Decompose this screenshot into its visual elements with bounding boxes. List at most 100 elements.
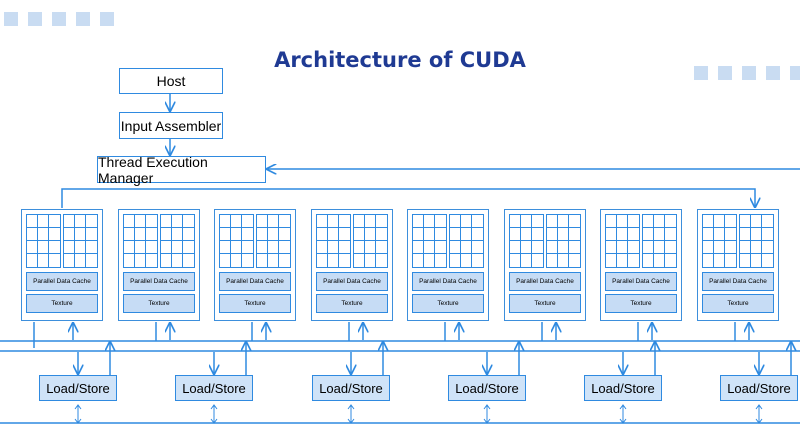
texture-unit: Texture [605, 294, 677, 313]
parallel-data-cache: Parallel Data Cache [219, 272, 291, 291]
processor-cell [146, 254, 157, 267]
processor-grid [642, 214, 677, 268]
processor-cell [510, 215, 521, 228]
page-title: Architecture of CUDA [274, 48, 526, 72]
parallel-data-cache: Parallel Data Cache [509, 272, 581, 291]
processor-cell [472, 215, 483, 228]
processor-cell [38, 228, 49, 241]
processor-cell [339, 228, 350, 241]
processor-cell [762, 241, 773, 254]
processor-cell [279, 254, 290, 267]
processor-cell [725, 215, 736, 228]
processor-grid [546, 214, 581, 268]
processor-cell [64, 241, 75, 254]
processor-cell [413, 215, 424, 228]
processor-cell [762, 215, 773, 228]
processor-cell [714, 254, 725, 267]
memory-link-arrowhead [619, 404, 627, 410]
processor-cell [75, 215, 86, 228]
processor-cell [532, 228, 543, 241]
processor-cell [146, 228, 157, 241]
processor-cell [703, 228, 714, 241]
processor-cell [27, 215, 38, 228]
processor-grid [509, 214, 544, 268]
processor-cell [124, 215, 135, 228]
processor-cell [762, 254, 773, 267]
memory-link-arrowhead [347, 418, 355, 424]
load-store-unit: Load/Store [720, 375, 798, 401]
processor-cell [161, 228, 172, 241]
processor-cell [751, 228, 762, 241]
processor-cell [461, 215, 472, 228]
processor-cell [450, 241, 461, 254]
processor-cell [628, 228, 639, 241]
processor-cell [654, 241, 665, 254]
memory-link-arrowhead [74, 418, 82, 424]
processor-cell [617, 254, 628, 267]
memory-link-arrowhead [755, 418, 763, 424]
processor-cell [354, 228, 365, 241]
processor-cell [435, 228, 446, 241]
corner-decoration-left [4, 12, 114, 26]
processor-cell [146, 215, 157, 228]
processor-grid [160, 214, 195, 268]
parallel-data-cache: Parallel Data Cache [26, 272, 98, 291]
processor-cell [124, 228, 135, 241]
input-assembler-box: Input Assembler [119, 112, 223, 139]
processor-cell [257, 228, 268, 241]
processor-cell [435, 241, 446, 254]
memory-link-arrowhead [210, 404, 218, 410]
texture-unit: Texture [123, 294, 195, 313]
processor-cell [521, 254, 532, 267]
processor-cell [569, 215, 580, 228]
processor-cell [64, 254, 75, 267]
processor-grid [702, 214, 737, 268]
load-store-unit: Load/Store [39, 375, 117, 401]
processor-cell [461, 241, 472, 254]
memory-link-arrowhead [755, 404, 763, 410]
processor-cell [665, 215, 676, 228]
processor-cell [521, 228, 532, 241]
processor-cell [49, 215, 60, 228]
processor-cell [354, 254, 365, 267]
processor-cell [643, 215, 654, 228]
texture-unit: Texture [702, 294, 774, 313]
processor-cell [510, 228, 521, 241]
processor-cell [510, 241, 521, 254]
processor-cell [328, 254, 339, 267]
processor-cell [606, 241, 617, 254]
processor-cell [654, 215, 665, 228]
processor-cell [257, 241, 268, 254]
load-store-unit: Load/Store [312, 375, 390, 401]
processor-cell [714, 241, 725, 254]
processor-cell [135, 215, 146, 228]
processor-cell [279, 241, 290, 254]
parallel-data-cache: Parallel Data Cache [412, 272, 484, 291]
processor-cell [231, 228, 242, 241]
processor-cell [435, 215, 446, 228]
processor-cell [665, 254, 676, 267]
processor-cell [643, 241, 654, 254]
processor-cell [751, 241, 762, 254]
processor-cell [242, 254, 253, 267]
corner-decoration-right [694, 66, 800, 80]
processor-cell [124, 241, 135, 254]
processor-cell [740, 215, 751, 228]
processor-cell [450, 228, 461, 241]
processor-cell [424, 241, 435, 254]
processor-cell [231, 241, 242, 254]
processor-cell [365, 228, 376, 241]
processor-cell [257, 215, 268, 228]
processor-cell [654, 228, 665, 241]
processor-cell [725, 228, 736, 241]
parallel-data-cache: Parallel Data Cache [605, 272, 677, 291]
processor-cell [532, 241, 543, 254]
texture-unit: Texture [219, 294, 291, 313]
processor-cell [740, 228, 751, 241]
processor-cell [703, 215, 714, 228]
processor-cell [703, 241, 714, 254]
processor-cell [86, 215, 97, 228]
